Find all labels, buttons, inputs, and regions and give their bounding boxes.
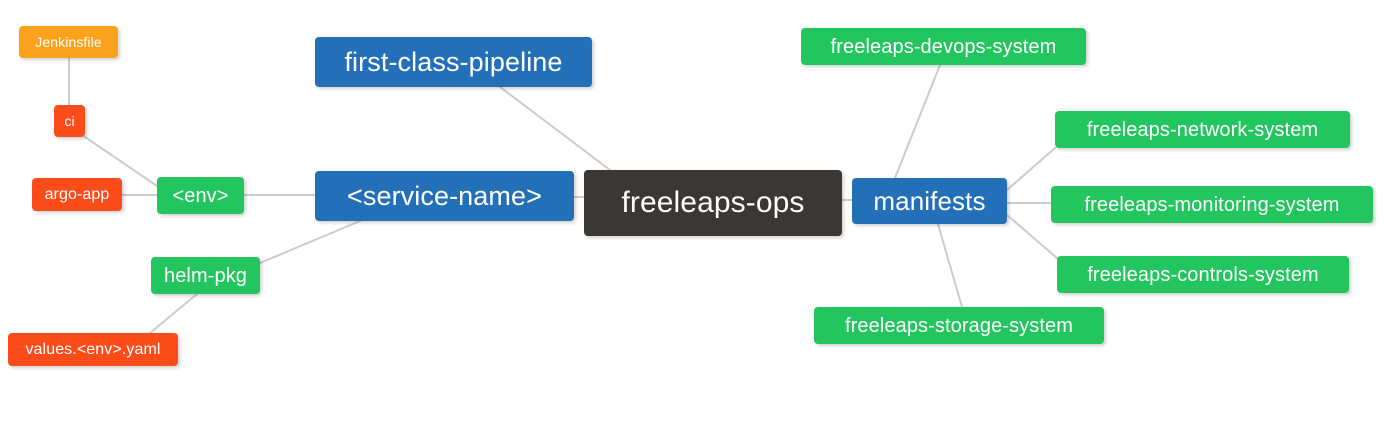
node-first-class-pipeline[interactable]: first-class-pipeline: [315, 37, 592, 87]
edge-manifests-to-freeleaps-storage-system: [937, 223, 963, 308]
node-label-first-class-pipeline: first-class-pipeline: [344, 46, 563, 77]
node-label-freeleaps-controls-system: freeleaps-controls-system: [1087, 263, 1319, 286]
node-env[interactable]: <env>: [157, 177, 244, 214]
node-service-name[interactable]: <service-name>: [315, 171, 574, 221]
node-label-freeleaps-storage-system: freeleaps-storage-system: [844, 314, 1074, 337]
node-label-freeleaps-monitoring-system: freeleaps-monitoring-system: [1084, 193, 1340, 216]
node-jenkinsfile[interactable]: Jenkinsfile: [19, 26, 118, 58]
node-label-manifests: manifests: [873, 186, 986, 216]
edge-manifests-to-freeleaps-devops-system: [894, 64, 941, 179]
node-label-freeleaps-network-system: freeleaps-network-system: [1086, 118, 1319, 141]
node-freeleaps-storage-system[interactable]: freeleaps-storage-system: [814, 307, 1104, 344]
node-label-values-yaml: values.<env>.yaml: [25, 340, 161, 358]
node-manifests[interactable]: manifests: [852, 178, 1007, 224]
edge-manifests-to-freeleaps-controls-system: [1006, 214, 1058, 259]
edge-helm-pkg-to-service-name: [259, 220, 361, 264]
node-values-yaml[interactable]: values.<env>.yaml: [8, 333, 178, 366]
node-label-env: <env>: [172, 184, 229, 207]
node-ci[interactable]: ci: [54, 105, 85, 137]
node-label-service-name: <service-name>: [347, 180, 542, 211]
node-freeleaps-network-system[interactable]: freeleaps-network-system: [1055, 111, 1350, 148]
node-label-argo-app: argo-app: [44, 185, 110, 203]
edge-first-class-pipeline-to-freeleaps-ops: [499, 86, 611, 171]
edge-values-yaml-to-helm-pkg: [149, 293, 198, 334]
node-label-freeleaps-devops-system: freeleaps-devops-system: [830, 35, 1057, 58]
node-label-ci: ci: [64, 113, 75, 129]
node-argo-app[interactable]: argo-app: [32, 178, 122, 211]
node-label-helm-pkg: helm-pkg: [163, 264, 248, 287]
node-freeleaps-devops-system[interactable]: freeleaps-devops-system: [801, 28, 1086, 65]
node-helm-pkg[interactable]: helm-pkg: [151, 257, 260, 294]
edge-manifests-to-freeleaps-network-system: [1006, 147, 1056, 191]
node-freeleaps-ops[interactable]: freeleaps-ops: [584, 170, 842, 236]
node-freeleaps-controls-system[interactable]: freeleaps-controls-system: [1057, 256, 1349, 293]
node-label-freeleaps-ops: freeleaps-ops: [621, 186, 805, 219]
node-freeleaps-monitoring-system[interactable]: freeleaps-monitoring-system: [1051, 186, 1373, 223]
node-label-jenkinsfile: Jenkinsfile: [35, 34, 102, 50]
